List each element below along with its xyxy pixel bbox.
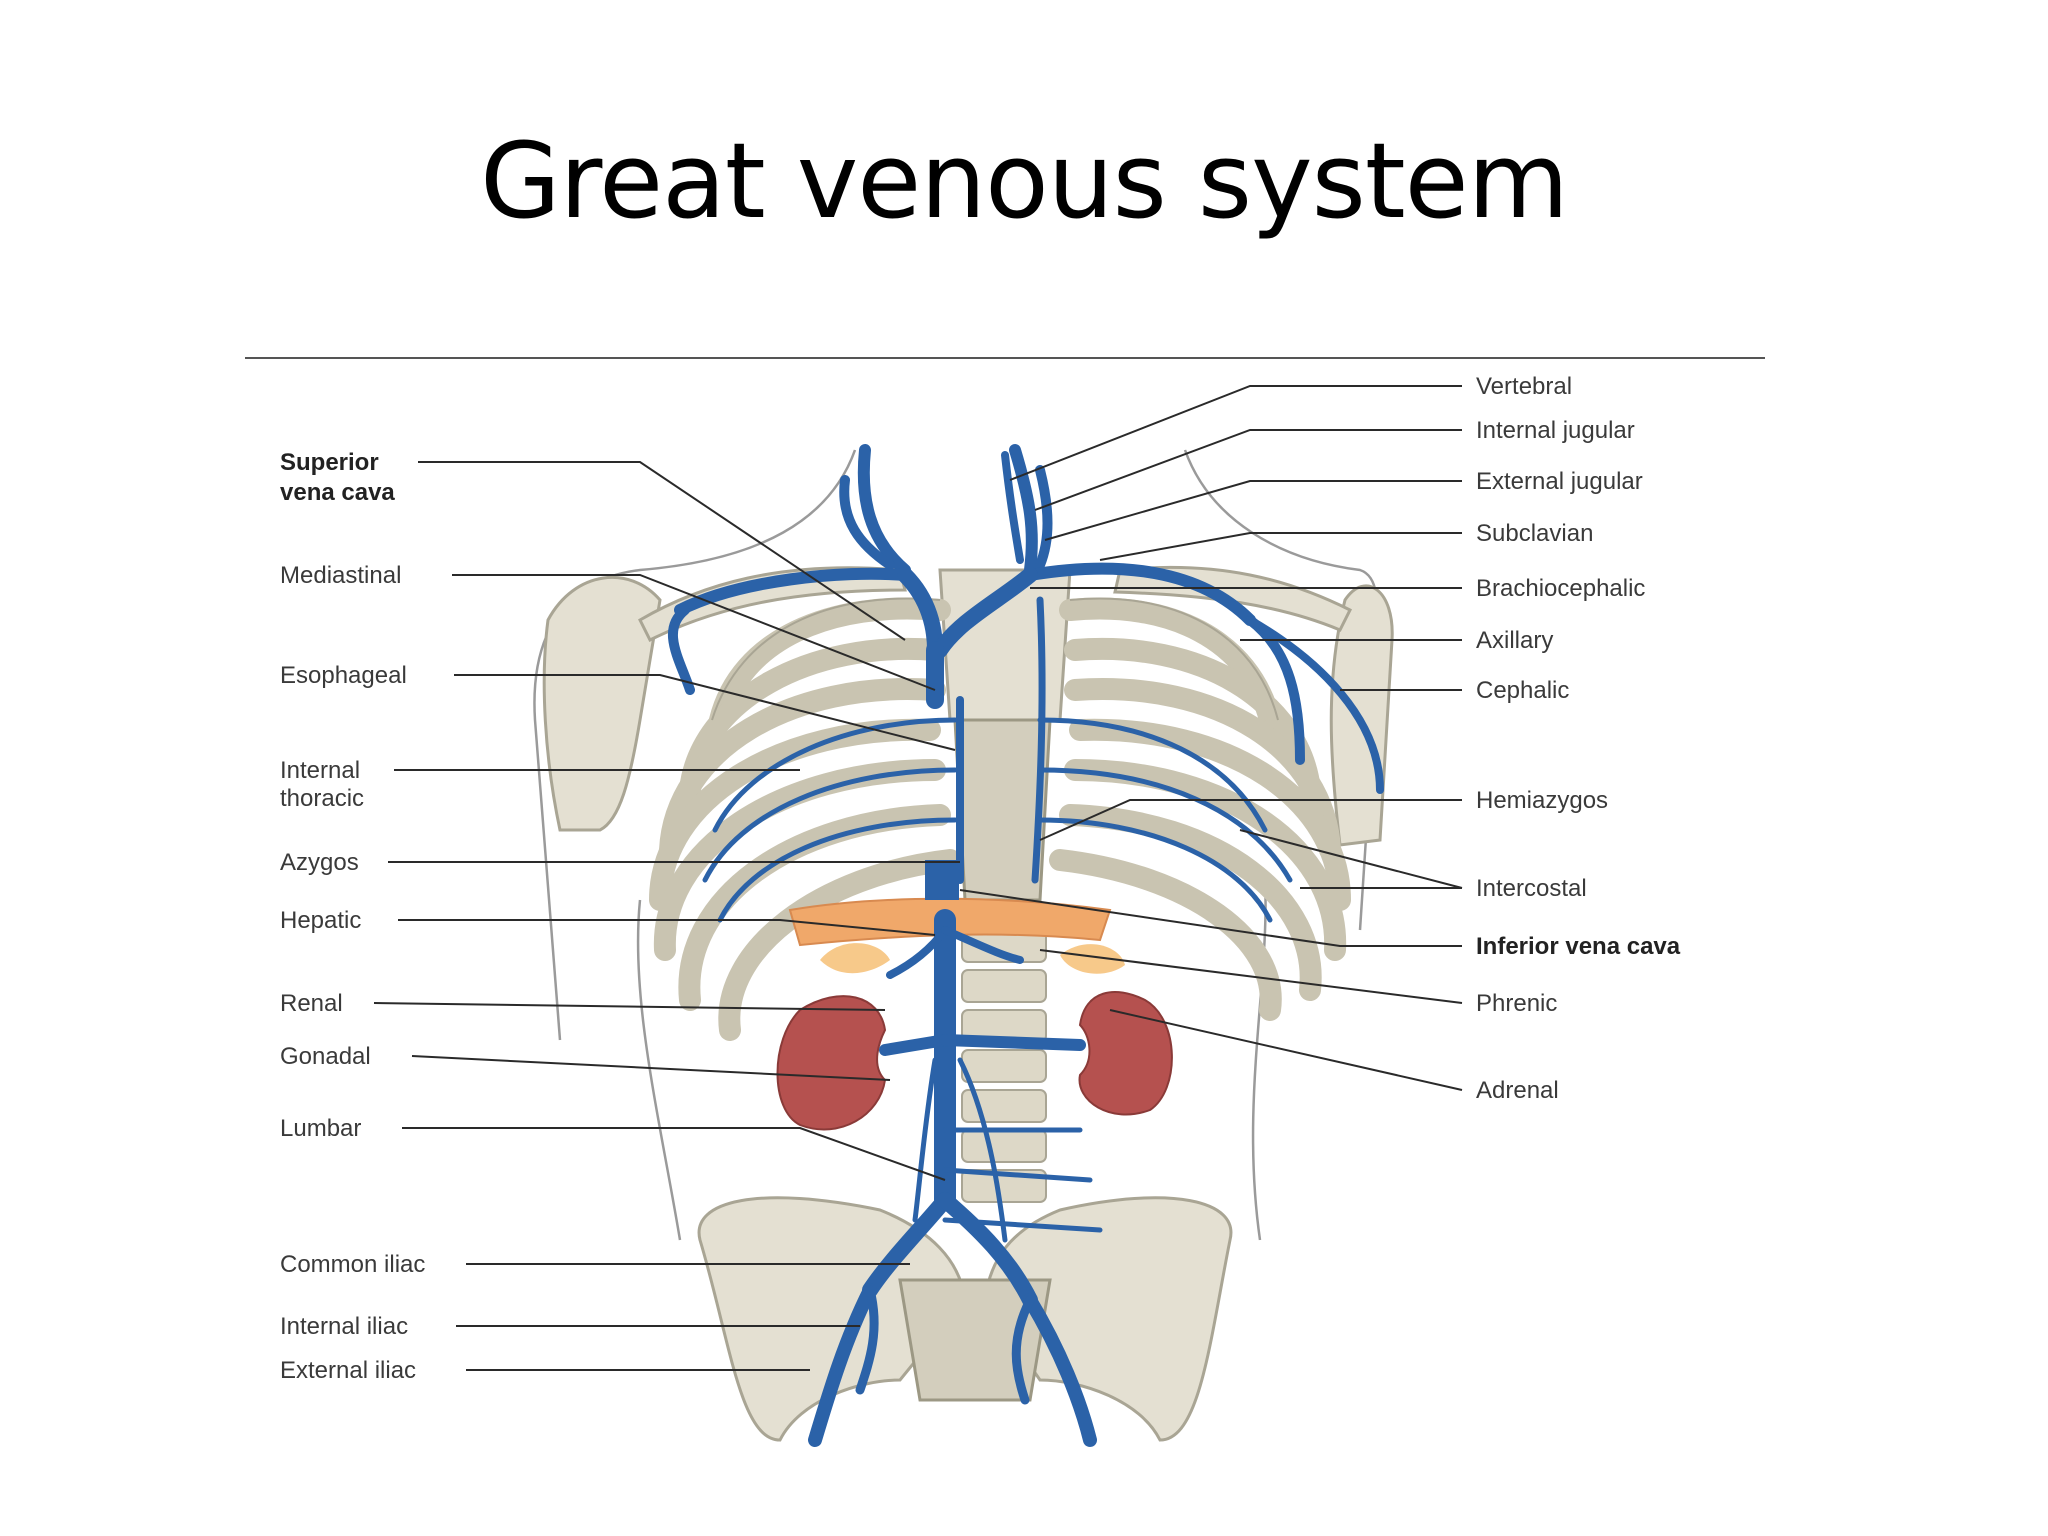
label-hemiazygos: Hemiazygos <box>1476 787 1608 814</box>
label-gonadal: Gonadal <box>280 1043 371 1070</box>
spine <box>961 929 1047 1203</box>
label-axillary: Axillary <box>1476 627 1553 654</box>
label-common-iliac: Common iliac <box>280 1251 425 1278</box>
label-superior-vena-cava-line1: Superior <box>280 449 379 476</box>
kidney-left <box>776 995 887 1131</box>
label-internal-iliac: Internal iliac <box>280 1313 408 1340</box>
label-mediastinal: Mediastinal <box>280 562 401 589</box>
label-external-jugular: External jugular <box>1476 468 1643 495</box>
label-superior-vena-cava-line2: vena cava <box>280 479 395 506</box>
label-renal: Renal <box>280 990 343 1017</box>
labels-right: Vertebral Internal jugular External jugu… <box>1476 373 1681 1104</box>
label-vertebral: Vertebral <box>1476 373 1572 400</box>
label-phrenic: Phrenic <box>1476 990 1557 1017</box>
label-intercostal: Intercostal <box>1476 875 1587 902</box>
label-inferior-vena-cava: Inferior vena cava <box>1476 933 1681 960</box>
label-hepatic: Hepatic <box>280 907 361 934</box>
adrenal-gland-left <box>820 943 890 974</box>
veins <box>668 444 1384 1447</box>
label-internal-thoracic-line2: thoracic <box>280 785 364 812</box>
slide-title: Great venous system <box>480 120 1569 242</box>
leader-lines-right <box>959 385 1463 1091</box>
leader-lines-left <box>373 461 960 1371</box>
label-subclavian: Subclavian <box>1476 520 1593 547</box>
pelvis <box>697 1196 1233 1442</box>
label-internal-thoracic-line1: Internal <box>280 757 360 784</box>
label-adrenal: Adrenal <box>1476 1077 1559 1104</box>
labels-left: Superior vena cava Mediastinal Esophagea… <box>280 449 425 1384</box>
label-azygos: Azygos <box>280 849 359 876</box>
label-brachiocephalic: Brachiocephalic <box>1476 575 1645 602</box>
kidney-right <box>1078 991 1173 1116</box>
label-cephalic: Cephalic <box>1476 677 1569 704</box>
label-lumbar: Lumbar <box>280 1115 361 1142</box>
label-esophageal: Esophageal <box>280 662 407 689</box>
label-external-iliac: External iliac <box>280 1357 416 1384</box>
adrenal-gland-right <box>1060 944 1125 974</box>
label-internal-jugular: Internal jugular <box>1476 417 1635 444</box>
